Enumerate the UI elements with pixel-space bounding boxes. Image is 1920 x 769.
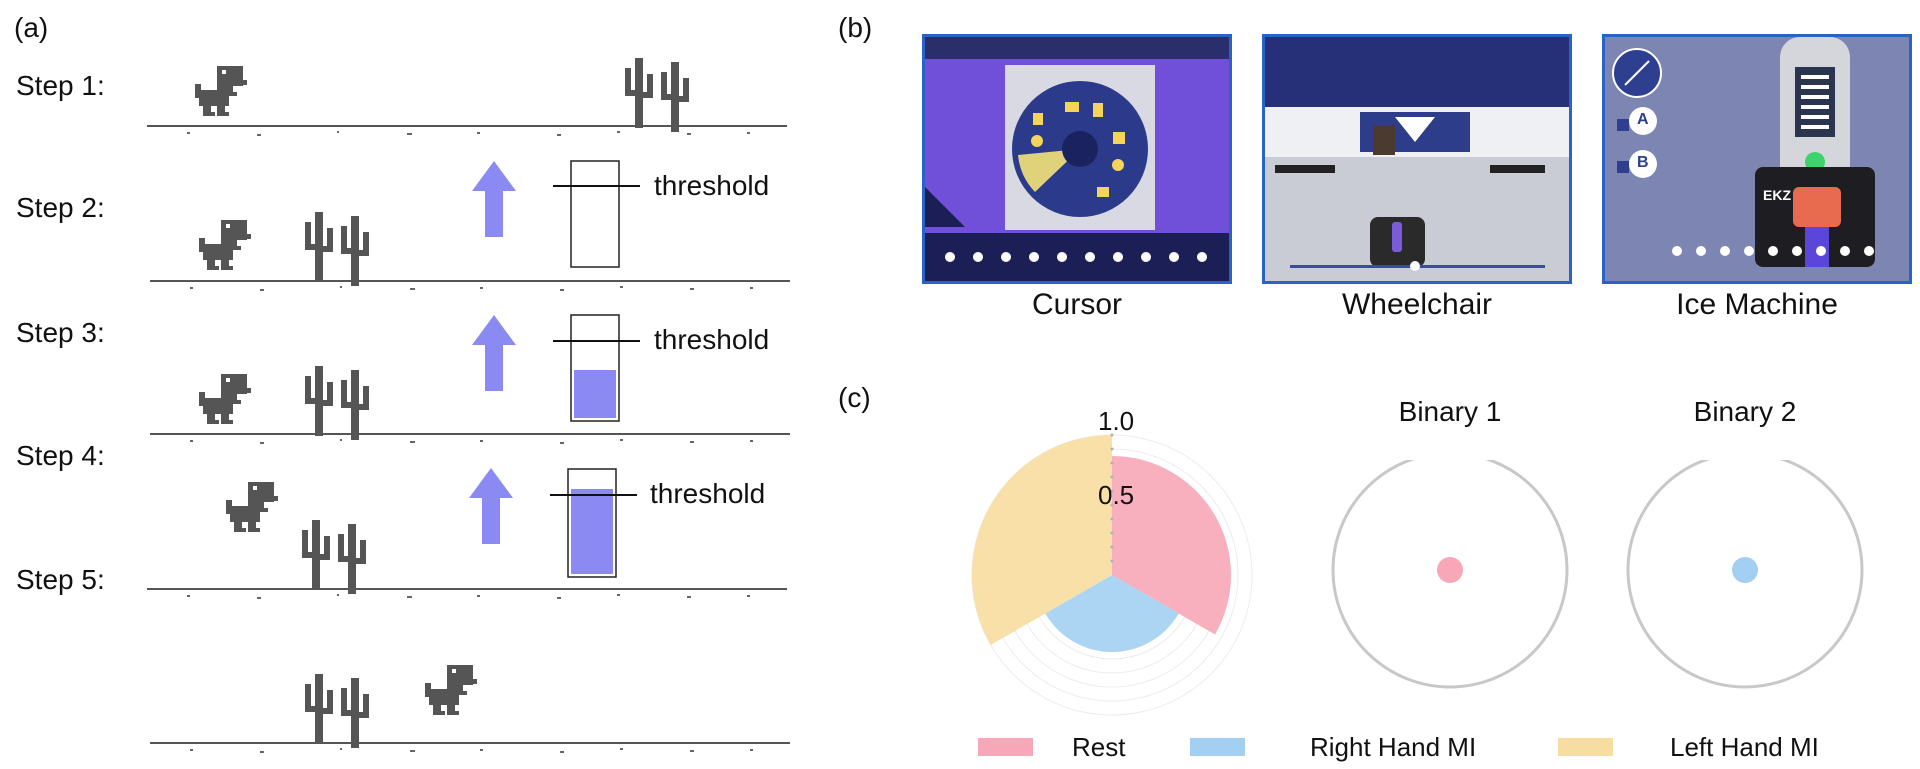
up-arrow-icon [469,468,513,544]
legend-label-left-hand: Left Hand MI [1670,732,1819,762]
ice-machine-screenshot: A B EKZ [1602,34,1912,284]
caption-cursor: Cursor [1031,288,1122,321]
cactus-sprite [305,674,369,748]
radar-axis-tick [1110,503,1114,507]
threshold-bar-fill [574,370,616,418]
radar-axis-tick [1110,531,1114,535]
step-1-label: Step 1: [16,70,105,101]
radar-axis-tick [1110,545,1114,549]
binary2-title: Binary 2 [1693,396,1797,427]
cactus-sprite [305,366,369,440]
radar-axis-tick [1110,489,1114,493]
cactus-sprite [625,58,689,132]
radar-wedge-rest [1112,456,1231,635]
dino-sprite [199,374,251,424]
binary2-chart [1626,460,1864,689]
radar-axis-tick [1110,433,1114,437]
step-4-label: Step 4: [16,440,105,471]
radar-chart [971,433,1253,716]
radar-axis-tick [1110,461,1114,465]
dino-sprite [195,66,247,116]
panel-b-label: (b) [838,12,873,43]
button-a-label: A [1637,111,1649,128]
threshold-label: threshold [650,478,766,509]
legend-label-right-hand: Right Hand MI [1310,732,1477,762]
panel-c-label: (c) [838,382,871,413]
radar-tick-1: 1.0 [1098,406,1135,436]
legend-label-rest: Rest [1072,732,1126,762]
binary1-chart [1331,460,1569,689]
radar-axis-tick [1110,475,1114,479]
radar-axis-tick [1110,559,1114,563]
cactus-sprite [305,212,369,286]
up-arrow-icon [472,161,516,237]
radar-axis-tick [1110,517,1114,521]
step-2-label: Step 2: [16,192,105,223]
binary2-dot [1732,557,1758,583]
step-3-label: Step 3: [16,317,105,348]
threshold-label: threshold [654,324,770,355]
wheelchair-screenshot [1262,34,1572,284]
dino-sprite [425,665,477,715]
machine-tag: EKZ [1763,187,1791,203]
legend-swatch-left-hand [1558,738,1613,756]
binary1-title: Binary 1 [1398,396,1502,427]
caption-ice-machine: Ice Machine [1676,288,1838,321]
binary1-dot [1437,557,1463,583]
cursor-screenshot [922,34,1232,284]
dino-sprite [226,482,278,532]
dino-sprite [199,220,251,270]
step-5-label: Step 5: [16,564,105,595]
radar-axis-tick [1110,447,1114,451]
legend-swatch-rest [978,738,1033,756]
threshold-label: threshold [654,170,770,201]
cactus-sprite [302,520,366,594]
legend-swatch-right-hand [1190,738,1245,756]
up-arrow-icon [472,315,516,391]
radar-tick-0-5: 0.5 [1098,480,1135,510]
panel-a-label: (a) [14,12,49,43]
radar-wedge-left-hand-mi [972,435,1112,645]
dino-game-steps [147,0,790,753]
caption-wheelchair: Wheelchair [1341,288,1493,321]
threshold-bar-fill [571,489,613,574]
button-b-label: B [1637,154,1649,171]
